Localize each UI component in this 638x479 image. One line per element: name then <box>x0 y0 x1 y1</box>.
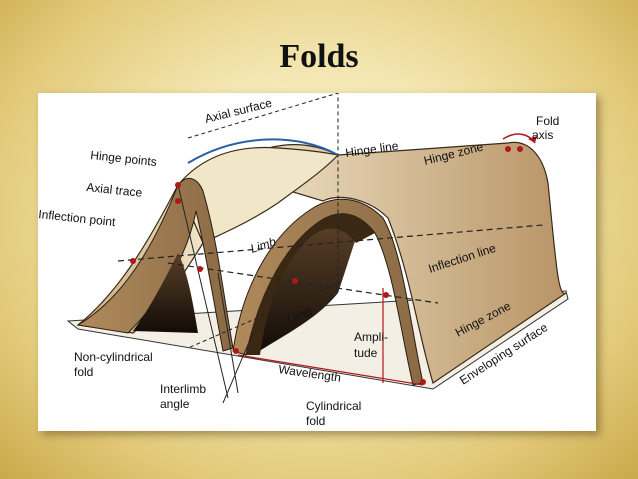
label-inflection-point: Inflection point <box>38 207 117 229</box>
inflection-line-dashed <box>117 224 544 262</box>
fold-diagram-svg: Axial surface Hinge line Fold axis Hinge… <box>38 93 569 428</box>
label-cylindrical-1: Cylindrical <box>306 399 361 413</box>
right-antiform-inner <box>246 213 375 355</box>
inflection-point-marker <box>130 258 136 264</box>
fold-axis-arrowhead <box>528 136 537 143</box>
slide-title: Folds <box>279 38 359 75</box>
label-non-cylindrical-1: Non-cylindrical <box>74 350 153 364</box>
label-fold-axis-1: Fold <box>536 114 559 128</box>
label-interlimb-2: angle <box>160 397 190 411</box>
trough-point <box>233 348 239 354</box>
label-amplitude-1: Ampli- <box>354 330 388 344</box>
label-interlimb-1: Interlimb <box>160 382 206 396</box>
hinge-zone-marker <box>505 146 511 152</box>
inflection-point-marker <box>292 278 298 284</box>
axial-trace-line <box>177 184 229 399</box>
label-cylindrical-2: fold <box>306 414 325 428</box>
label-amplitude-2: tude <box>354 346 378 360</box>
axial-surface-plane <box>187 93 339 349</box>
interlimb-angle-line-2 <box>222 332 254 404</box>
label-non-cylindrical-2: fold <box>74 365 93 379</box>
hinge-point <box>175 198 181 204</box>
label-hinge-points: Hinge points <box>90 148 158 169</box>
label-axial-trace: Axial trace <box>86 180 144 200</box>
lower-dashed-line <box>167 262 439 304</box>
interlimb-angle-line-1 <box>217 272 239 394</box>
left-trough-shadow <box>133 253 198 333</box>
hinge-zone-marker <box>517 146 523 152</box>
trough-point <box>420 379 426 385</box>
inflection-point-marker <box>197 266 203 272</box>
inflection-point-marker <box>383 292 389 298</box>
hinge-line-curve <box>187 138 339 164</box>
wavelength-dimension <box>237 354 424 386</box>
fold-diagram: Axial surface Hinge line Fold axis Hinge… <box>38 93 596 431</box>
label-fold-axis-2: axis <box>532 128 553 142</box>
label-axial-surface: Axial surface <box>203 96 273 126</box>
hinge-point <box>175 182 181 188</box>
